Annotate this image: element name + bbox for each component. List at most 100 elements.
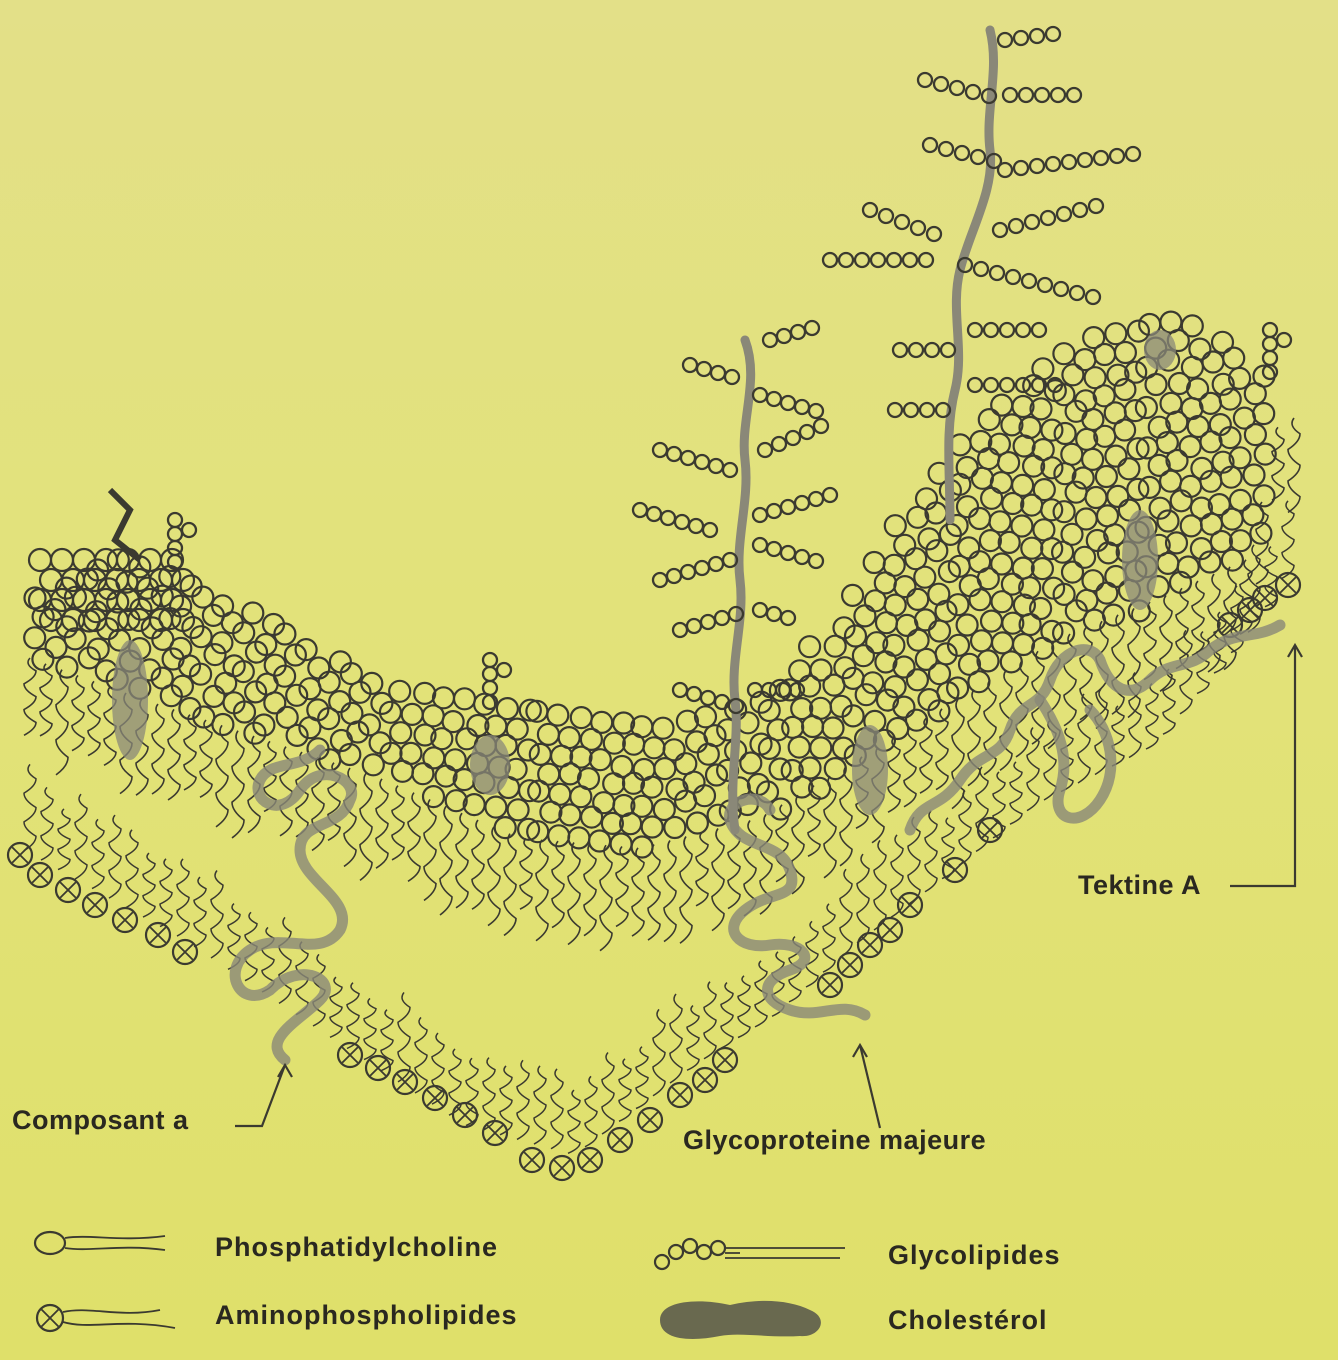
lipid-tail: [75, 794, 87, 879]
legend-cholesterol-symbol: [660, 1301, 821, 1339]
sugar-residue: [683, 358, 697, 372]
lipid-tail: [687, 1006, 699, 1071]
lipid-tail: [24, 658, 36, 735]
lipid-tail: [398, 992, 410, 1081]
phospholipid-head: [748, 774, 769, 795]
sugar-residue: [1046, 27, 1060, 41]
sugar-residue: [1073, 203, 1087, 217]
sugar-residue: [1277, 333, 1291, 347]
lipid-tail: [1272, 427, 1284, 500]
phospholipid-head: [1013, 558, 1034, 579]
phospholipid-head: [319, 672, 340, 693]
sugar-residue: [855, 253, 869, 267]
sugar-residue: [814, 419, 828, 433]
sugar-residue: [1062, 155, 1076, 169]
lipid-tail: [376, 779, 388, 868]
composant-a-label: Composant a: [12, 1105, 189, 1136]
aminophospholipid-head: [638, 1108, 662, 1132]
lipid-tail: [504, 834, 516, 936]
sugar-residue: [1003, 88, 1017, 102]
phospholipid-head: [29, 549, 51, 571]
sugar-residue: [483, 667, 497, 681]
phospholipid-head: [1211, 531, 1232, 552]
sugar-residue: [925, 343, 939, 357]
phospholipid-head: [1011, 516, 1032, 537]
phospholipid-head: [300, 678, 321, 699]
cholesterol-blob: [1144, 330, 1176, 370]
glycoproteine-arrow: [853, 1045, 880, 1128]
phospholipid-head: [865, 590, 886, 611]
tektine-a-arrow: [1230, 645, 1302, 886]
phospholipid-head: [1222, 550, 1243, 571]
lipid-tail: [408, 793, 420, 882]
phospholipid-head: [823, 718, 844, 739]
sugar-residue: [687, 619, 701, 633]
sugar-residue: [923, 138, 937, 152]
phospholipid-head: [992, 591, 1013, 612]
sugar-residue: [1006, 270, 1020, 284]
legend-aminophospholipides-symbol: [37, 1305, 175, 1331]
aminophospholipid-head: [520, 1148, 544, 1172]
sugar-residue: [497, 663, 511, 677]
sugar-residue: [927, 227, 941, 241]
phospholipid-head: [1180, 436, 1201, 457]
phospholipid-head: [1103, 605, 1124, 626]
lipid-tail: [58, 809, 70, 870]
lipid-tail: [440, 806, 452, 915]
phospholipid-head: [518, 740, 539, 761]
aminophospholipid-head: [878, 918, 902, 942]
sugar-residue: [673, 683, 687, 697]
phospholipid-head: [1062, 562, 1083, 583]
phospholipid-head: [508, 799, 529, 820]
lipid-tail: [364, 998, 376, 1059]
lipid-tail: [993, 772, 1005, 838]
lipid-tail: [517, 1060, 529, 1139]
phospholipid-head: [998, 452, 1019, 473]
phospholipid-head: [538, 724, 559, 745]
phospholipid-head: [992, 632, 1013, 653]
phospholipid-head: [1187, 378, 1208, 399]
sugar-residue: [879, 209, 893, 223]
lipid-tail: [648, 845, 660, 941]
sugar-residue: [791, 325, 805, 339]
sugar-residue: [753, 538, 767, 552]
sugar-residue: [781, 500, 795, 514]
sugar-residue: [776, 683, 790, 697]
phospholipid-head: [991, 554, 1012, 575]
sugar-residue: [653, 443, 667, 457]
phospholipid-head: [856, 684, 877, 705]
phospholipid-head: [308, 658, 329, 679]
phospholipid-head: [936, 601, 957, 622]
aminophospholipid-head: [1276, 573, 1300, 597]
lipid-tail: [959, 791, 971, 865]
lipid-tail: [194, 877, 206, 947]
phospholipid-head: [423, 786, 444, 807]
sugar-residue: [673, 623, 687, 637]
phospholipid-head: [1034, 479, 1055, 500]
phospholipid-head: [568, 827, 589, 848]
sugar-residue: [934, 77, 948, 91]
aminophospholipid-head: [423, 1086, 447, 1110]
phospholipid-head: [1118, 458, 1139, 479]
phospholipid-head: [571, 747, 592, 768]
sugar-residue: [809, 492, 823, 506]
sugar-residue: [1030, 159, 1044, 173]
phospholipid-head: [1013, 634, 1034, 655]
phospholipid-head: [1096, 583, 1117, 604]
lipid-tail: [1010, 762, 1022, 824]
phospholipid-head: [687, 813, 708, 834]
lipid-tail: [874, 840, 886, 930]
aminophospholipid-head: [173, 940, 197, 964]
legend-aminophospholipides-label: Aminophospholipides: [215, 1300, 518, 1331]
sugar-residue: [1016, 323, 1030, 337]
phospholipid-head: [1105, 323, 1126, 344]
phospholipid-head: [885, 515, 906, 536]
sugar-residue: [795, 496, 809, 510]
phospholipid-head: [916, 649, 937, 670]
glycolipid-head: [483, 653, 511, 709]
lipid-tail: [330, 977, 342, 1037]
lipid-tail: [1180, 630, 1192, 713]
lipid-tail: [1282, 501, 1294, 578]
sugar-residue: [1094, 151, 1108, 165]
phospholipid-head: [664, 817, 685, 838]
